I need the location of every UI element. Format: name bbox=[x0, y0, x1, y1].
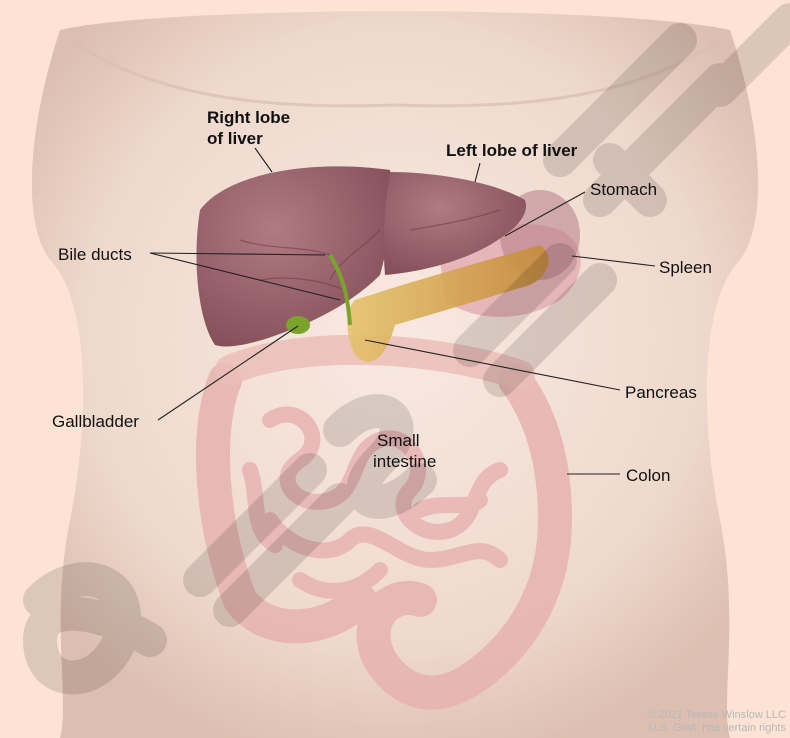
label-bile-ducts: Bile ducts bbox=[58, 245, 132, 264]
label-right-lobe: Right lobe bbox=[207, 108, 290, 127]
label-small-intestine: Small bbox=[377, 431, 420, 450]
label-gallbladder: Gallbladder bbox=[52, 412, 139, 431]
label-colon: Colon bbox=[626, 466, 670, 485]
label-pancreas: Pancreas bbox=[625, 383, 697, 402]
label-small-intestine-line2: intestine bbox=[373, 452, 436, 471]
copyright-line2: U.S. Govt. has certain rights bbox=[648, 722, 786, 734]
copyright-line1: © 2021 Terese Winslow LLC bbox=[647, 709, 786, 721]
label-spleen: Spleen bbox=[659, 258, 712, 277]
label-stomach: Stomach bbox=[590, 180, 657, 199]
label-left-lobe: Left lobe of liver bbox=[446, 141, 578, 160]
label-right-lobe-line2: of liver bbox=[207, 129, 263, 148]
